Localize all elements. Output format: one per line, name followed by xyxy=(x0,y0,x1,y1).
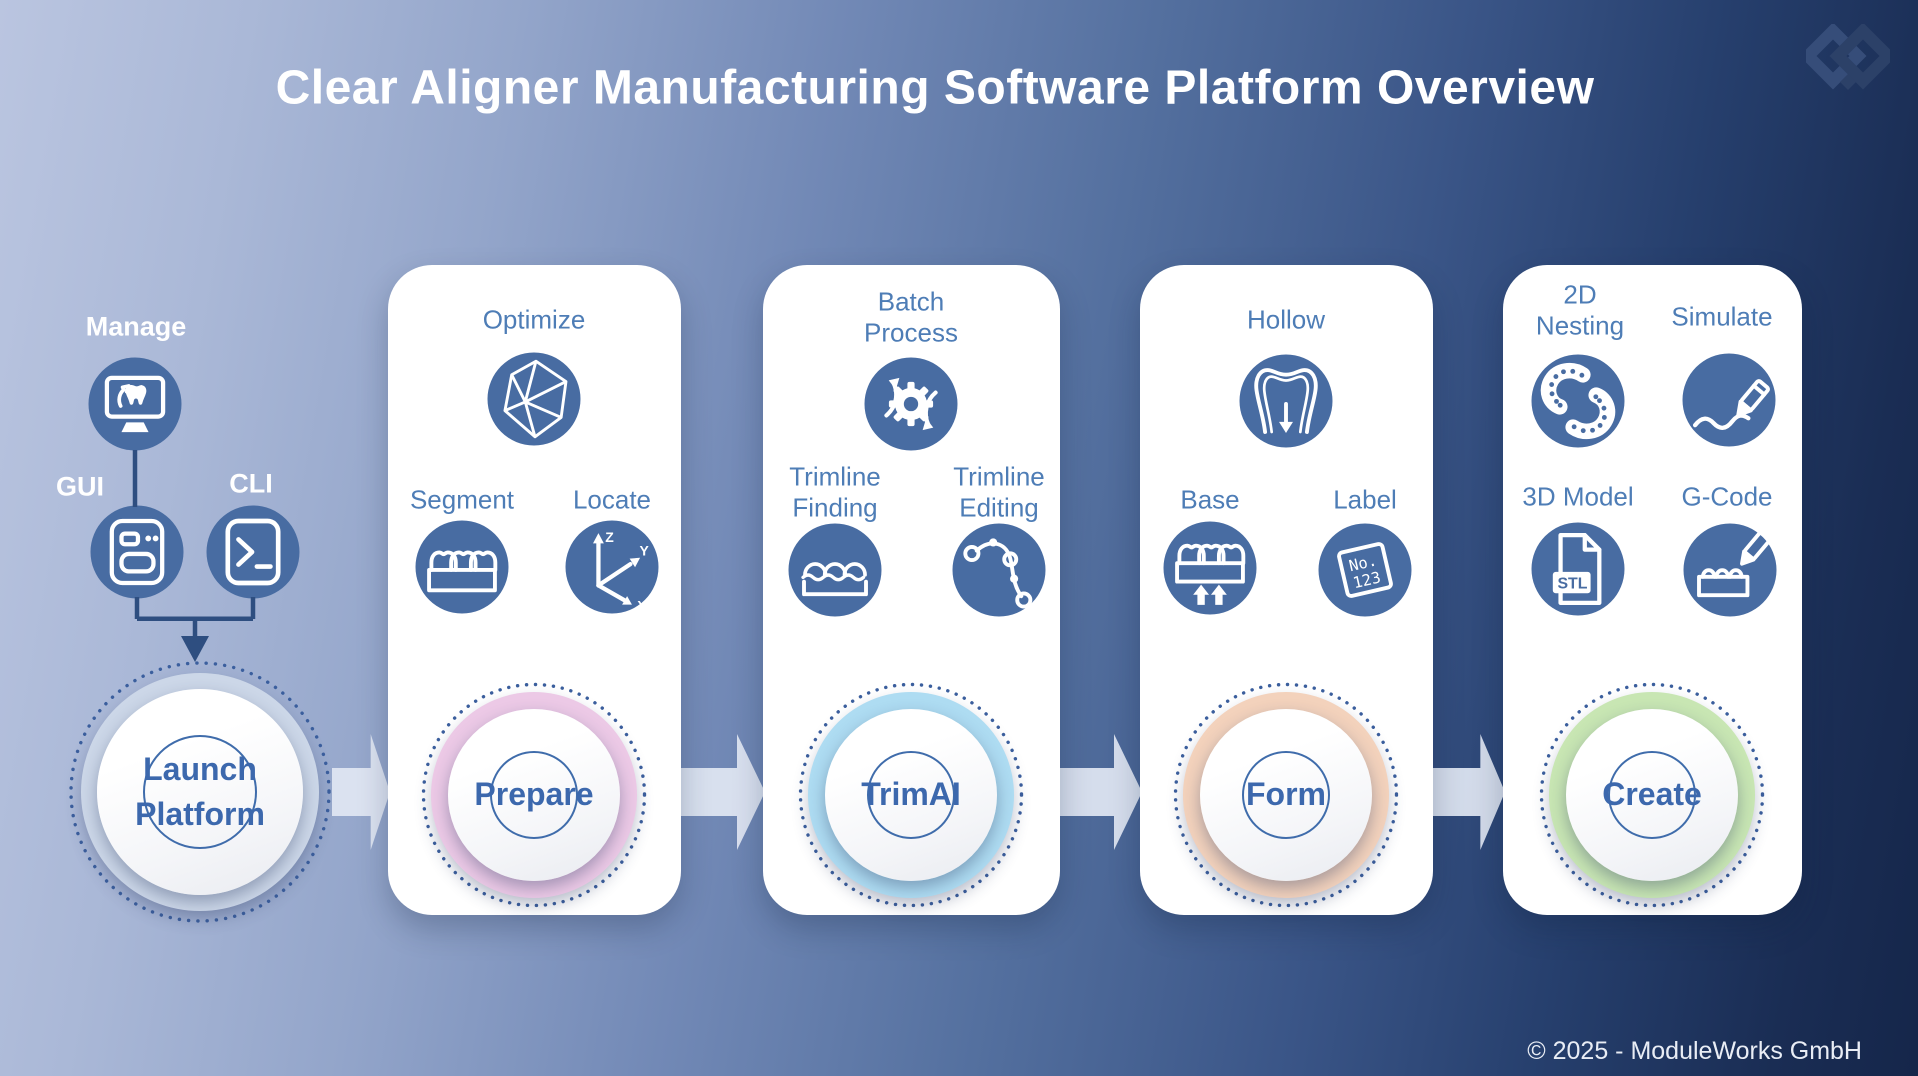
launch-platform-step[interactable]: Launch Platform xyxy=(68,660,332,924)
feature-label-locate: Locate xyxy=(572,484,652,515)
gear-sync-icon xyxy=(884,377,938,431)
trimline-finding-feature[interactable] xyxy=(788,523,882,617)
trimline-editing-feature[interactable] xyxy=(952,523,1046,617)
feature-label-batch-process: Batch Process xyxy=(864,286,958,347)
simulate-feature[interactable] xyxy=(1682,353,1776,447)
cli-label: CLI xyxy=(229,468,273,499)
pencil-wave-icon xyxy=(1692,379,1770,430)
form-label: Form xyxy=(1246,776,1326,813)
optimize-feature[interactable] xyxy=(487,352,581,446)
base-feature[interactable] xyxy=(1163,521,1257,615)
dotted-ring-icon xyxy=(69,661,331,923)
number-tag-icon: No. 123 xyxy=(1337,542,1393,598)
gui-window-icon xyxy=(109,518,165,586)
dotted-ring-icon xyxy=(421,682,647,908)
locate-feature[interactable]: Z Y X xyxy=(565,520,659,614)
trimline-teeth-icon xyxy=(801,562,868,597)
g-code-feature[interactable] xyxy=(1683,523,1777,617)
form-inner-ring: Form xyxy=(1242,751,1330,839)
dotted-ring-icon xyxy=(798,682,1024,908)
stl-file-icon: STL xyxy=(1552,532,1602,606)
cli-button[interactable] xyxy=(206,505,300,599)
nesting-feature[interactable] xyxy=(1531,354,1625,448)
feature-label-trimline-finding: Trimline Finding xyxy=(789,461,881,522)
dotted-ring-icon xyxy=(1539,682,1765,908)
launch-connector-lines xyxy=(132,450,256,662)
feature-label-simulate: Simulate xyxy=(1671,301,1773,332)
create-inner-ring: Create xyxy=(1602,751,1702,839)
flow-arrow-launch-to-prepare xyxy=(332,734,390,850)
flow-arrow-trimai-to-form xyxy=(1058,734,1142,850)
feature-label-trimline-editing: Trimline Editing xyxy=(953,461,1045,522)
prepare-circle: Prepare xyxy=(448,709,620,881)
form-circle: Form xyxy=(1200,709,1372,881)
hollow-feature[interactable] xyxy=(1239,354,1333,448)
feature-label-label: Label xyxy=(1333,484,1397,515)
feature-label-2d-nesting: 2D Nesting xyxy=(1535,279,1625,340)
svg-text:No.: No. xyxy=(1347,551,1378,575)
feature-label-3d-model: 3D Model xyxy=(1522,481,1634,512)
launch-platform-label: Launch Platform xyxy=(135,750,265,832)
monitor-tooth-icon xyxy=(104,375,166,433)
prepare-inner-ring: Prepare xyxy=(474,751,594,839)
batch-process-feature[interactable] xyxy=(864,357,958,451)
copyright-text: © 2025 - ModuleWorks GmbH xyxy=(1527,1037,1862,1065)
svg-text:Y: Y xyxy=(640,542,650,558)
gcode-mill-icon xyxy=(1697,531,1771,598)
gui-label: GUI xyxy=(55,471,105,502)
moduleworks-logo-icon xyxy=(1806,24,1890,90)
trimai-step[interactable]: TrimAI xyxy=(798,682,1024,908)
feature-label-segment: Segment xyxy=(409,484,515,515)
create-circle: Create xyxy=(1566,709,1738,881)
segment-feature[interactable] xyxy=(415,520,509,614)
svg-text:123: 123 xyxy=(1351,568,1382,592)
form-step[interactable]: Form xyxy=(1173,682,1399,908)
flow-arrow-prepare-to-trimai xyxy=(681,734,765,850)
xyz-axes-icon: Z Y X xyxy=(593,529,650,614)
svg-text:STL: STL xyxy=(1557,575,1587,592)
hollow-tooth-icon xyxy=(1254,368,1318,434)
nesting-arches-icon xyxy=(1540,362,1616,440)
create-step[interactable]: Create xyxy=(1539,682,1765,908)
trimai-label: TrimAI xyxy=(861,776,961,813)
base-teeth-icon xyxy=(1175,543,1246,605)
cli-terminal-icon xyxy=(225,518,281,586)
3d-model-feature[interactable]: STL xyxy=(1531,522,1625,616)
spline-edit-icon xyxy=(963,538,1033,609)
feature-label-g-code: G-Code xyxy=(1681,481,1773,512)
svg-text:X: X xyxy=(637,598,647,614)
teeth-segment-icon xyxy=(427,550,498,593)
down-arrowhead-icon xyxy=(181,636,209,662)
svg-text:Z: Z xyxy=(605,529,614,545)
feature-label-optimize: Optimize xyxy=(482,304,586,335)
dotted-ring-icon xyxy=(1173,682,1399,908)
launch-circle: Launch Platform xyxy=(97,689,303,895)
flow-arrow-form-to-create xyxy=(1431,734,1505,850)
trimai-circle: TrimAI xyxy=(825,709,997,881)
launch-inner-ring: Launch Platform xyxy=(135,735,265,849)
label-feature[interactable]: No. 123 xyxy=(1318,523,1412,617)
manage-monitor-button[interactable] xyxy=(88,357,182,451)
prepare-label: Prepare xyxy=(474,776,594,813)
create-label: Create xyxy=(1602,776,1702,813)
trimai-inner-ring: TrimAI xyxy=(861,751,961,839)
gui-button[interactable] xyxy=(90,505,184,599)
page-title: Clear Aligner Manufacturing Software Pla… xyxy=(275,61,1595,115)
mesh-optimize-icon xyxy=(503,359,568,439)
manage-label: Manage xyxy=(85,311,187,342)
prepare-step[interactable]: Prepare xyxy=(421,682,647,908)
feature-label-base: Base xyxy=(1180,484,1240,515)
feature-label-hollow: Hollow xyxy=(1246,304,1326,335)
